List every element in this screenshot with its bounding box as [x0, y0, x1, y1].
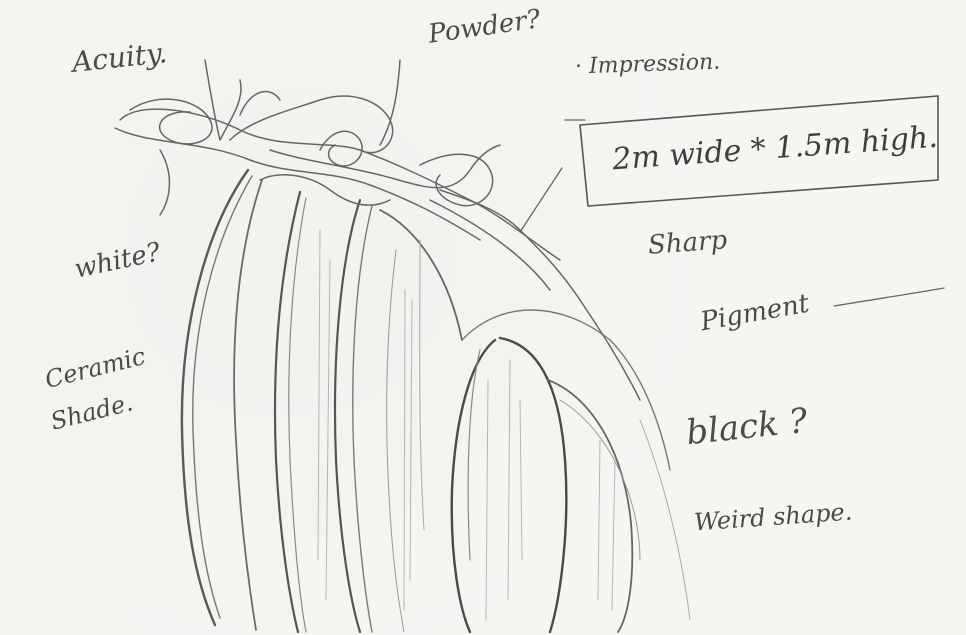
note-sharp: Sharp: [647, 227, 728, 258]
middle-pod-shape: [335, 200, 462, 632]
top-scribble: [115, 60, 640, 400]
left-pod-shape: [182, 170, 306, 632]
shading-hatching: [318, 230, 615, 620]
note-impression: · Impression.: [575, 51, 721, 78]
